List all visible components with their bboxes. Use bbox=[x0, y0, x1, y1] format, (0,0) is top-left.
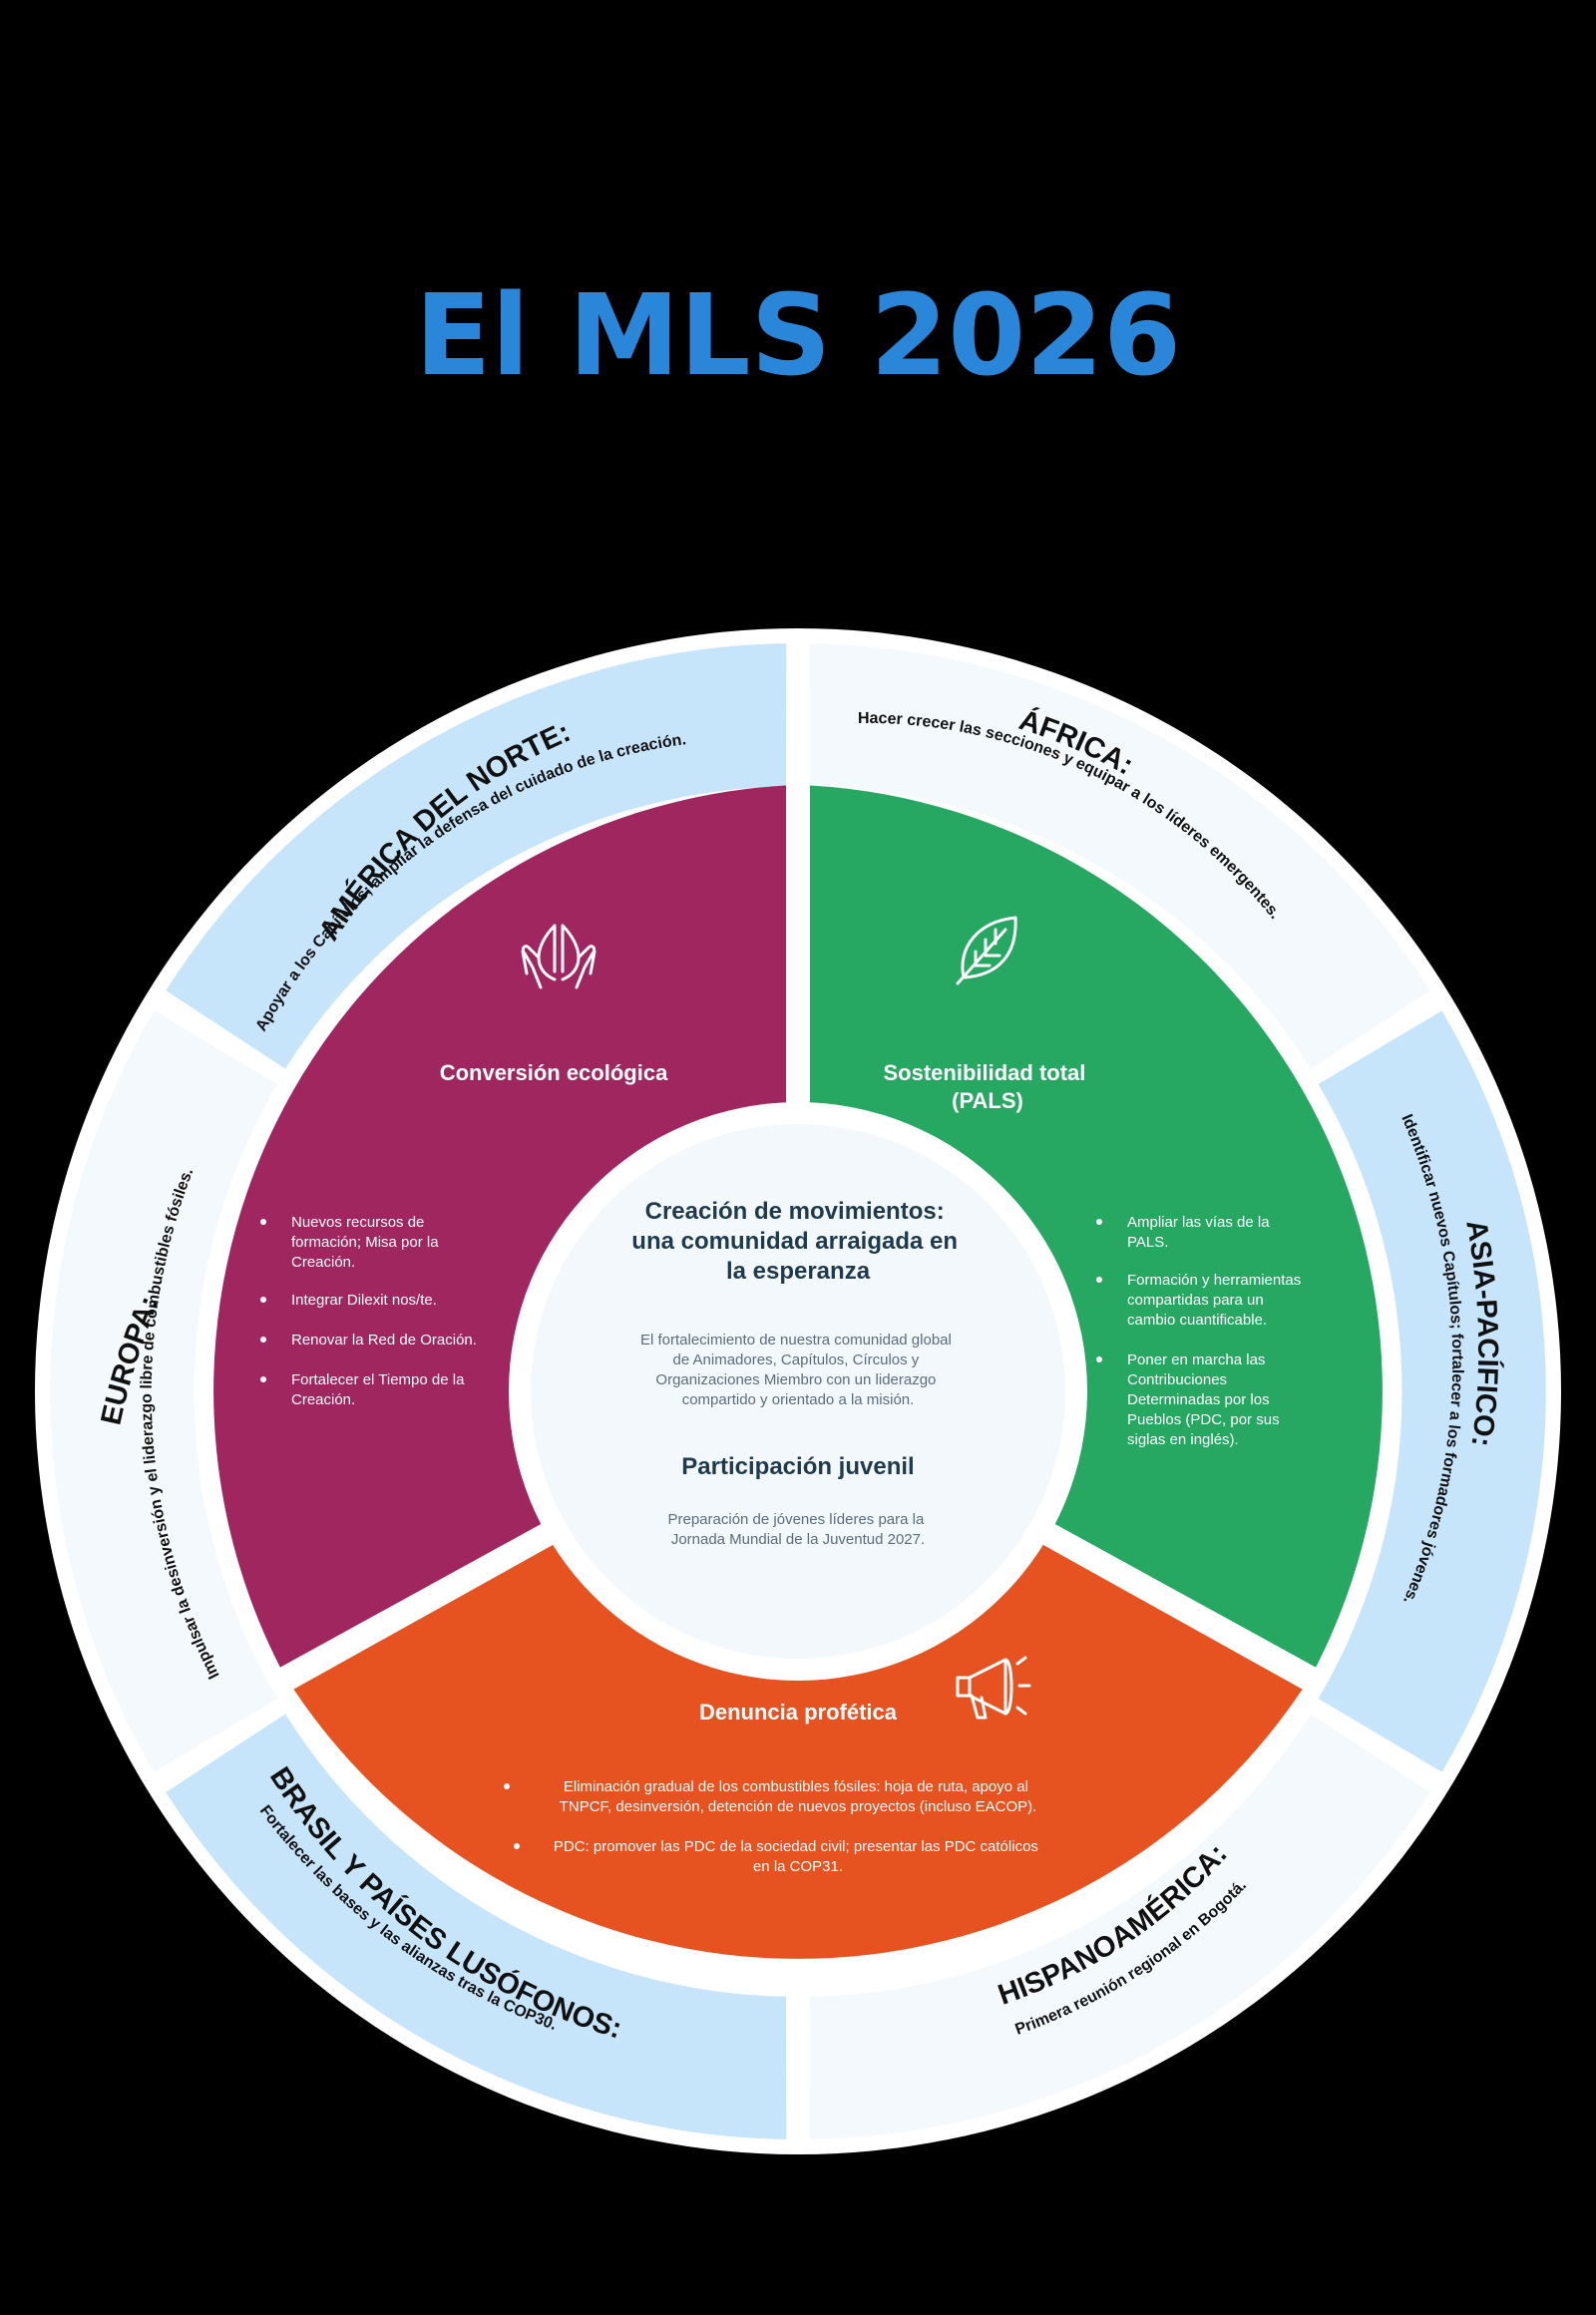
bullet-dot bbox=[260, 1219, 266, 1225]
bullet-dot bbox=[504, 1783, 510, 1789]
page-title: El MLS 2026 bbox=[415, 271, 1181, 401]
region-band-asia-pacific bbox=[1318, 1010, 1546, 1772]
sustainability-title: Sostenibilidad total (PALS) bbox=[883, 1060, 1091, 1113]
list-item: Renovar la Red de Oración. bbox=[291, 1332, 477, 1349]
sustainability-bullet-list: Ampliar las vías de la PALS. Formación y… bbox=[1096, 1214, 1305, 1448]
bullet-dot bbox=[514, 1843, 520, 1849]
megaphone-icon bbox=[956, 1656, 1031, 1720]
list-item: Fortalecer el Tiempo de la Creación. bbox=[291, 1371, 469, 1408]
bullet-dot bbox=[1096, 1277, 1102, 1283]
bullet-dot bbox=[260, 1337, 266, 1343]
center-heading: Creación de movimientos: una comunidad a… bbox=[631, 1198, 964, 1285]
bullet-dot bbox=[1096, 1219, 1102, 1225]
ecological-title: Conversión ecológica bbox=[440, 1060, 668, 1085]
leaf-icon bbox=[956, 916, 1017, 985]
list-item: Nuevos recursos de formación; Misa por l… bbox=[291, 1214, 443, 1271]
prophetic-title: Denuncia profética bbox=[699, 1700, 898, 1725]
list-item: PDC: promover las PDC de la sociedad civ… bbox=[554, 1838, 1042, 1875]
bullet-dot bbox=[260, 1297, 266, 1303]
center-body: El fortalecimiento de nuestra comunidad … bbox=[640, 1332, 956, 1408]
list-item: Formación y herramientas compartidas par… bbox=[1127, 1272, 1305, 1329]
bullet-dot bbox=[1096, 1356, 1102, 1362]
youth-body: Preparación de jóvenes líderes para la J… bbox=[668, 1511, 929, 1548]
region-band-europe bbox=[50, 1010, 278, 1772]
region-band-africa bbox=[809, 643, 1430, 1069]
bullet-dot bbox=[260, 1376, 266, 1382]
region-band-hispanoamerica bbox=[809, 1714, 1430, 2139]
list-item: Ampliar las vías de la PALS. bbox=[1127, 1214, 1274, 1251]
youth-heading: Participación juvenil bbox=[681, 1453, 914, 1480]
list-item: Eliminación gradual de los combustibles … bbox=[560, 1778, 1037, 1815]
center-circle-inner bbox=[531, 1124, 1065, 1659]
segment-prophetic-denunciation bbox=[293, 1408, 1303, 1959]
ecological-bullet-list: Nuevos recursos de formación; Misa por l… bbox=[260, 1214, 477, 1408]
prophetic-bullet-list: Eliminación gradual de los combustibles … bbox=[504, 1778, 1042, 1875]
region-band-north-america bbox=[166, 643, 787, 1069]
praying-hands-icon bbox=[521, 924, 597, 989]
list-item: Integrar Dilexit nos/te. bbox=[291, 1292, 437, 1309]
region-band-brasil bbox=[166, 1714, 787, 2139]
list-item: Poner en marcha las Contribuciones Deter… bbox=[1127, 1351, 1284, 1448]
